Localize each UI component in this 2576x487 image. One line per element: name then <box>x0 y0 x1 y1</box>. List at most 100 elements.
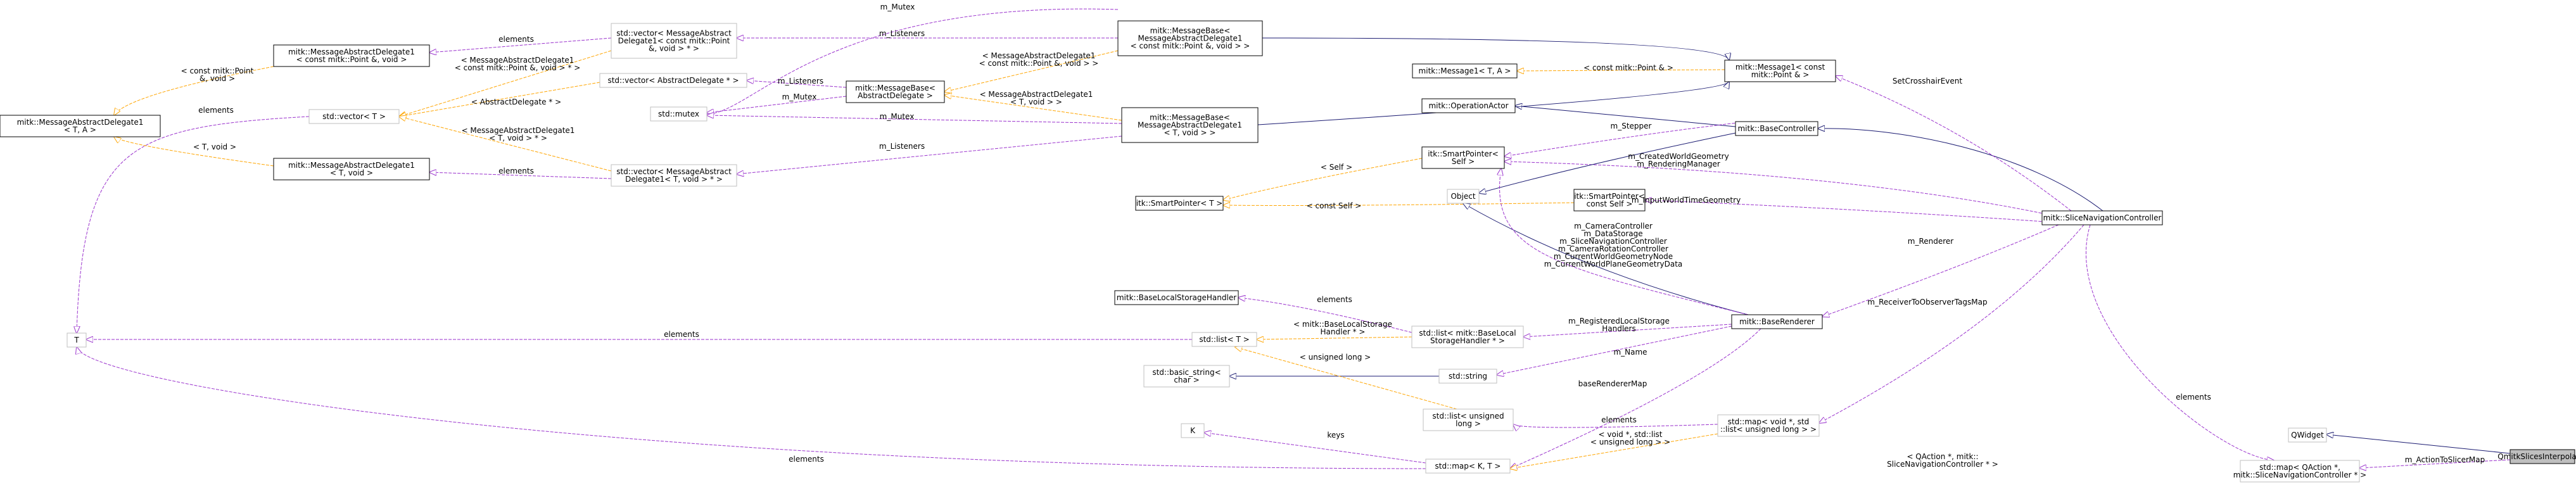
usage-edge-12 <box>1504 121 1749 156</box>
class-node-mitk-messagebase-point[interactable]: mitk::MessageBase<MessageAbstractDelegat… <box>1117 20 1263 56</box>
class-node-box <box>1411 326 1524 348</box>
class-node-label: mitk::BaseLocalStorageHandler <box>1117 293 1236 302</box>
edge-label-baselocal-tmpl: Handler * > <box>1321 327 1366 336</box>
class-node-mitk-slice-navigation-controller[interactable]: mitk::SliceNavigationController <box>2041 210 2163 225</box>
class-node-std-map-void-list[interactable]: std::map< void *, std::list< unsigned lo… <box>1717 414 1820 437</box>
class-node-mitk-messagebase-t-void[interactable]: mitk::MessageBase<MessageAbstractDelegat… <box>1121 107 1259 143</box>
inheritance-edge-30 <box>1262 37 1729 60</box>
class-node-box <box>611 23 737 59</box>
edge-label-void-list-tmpl: < void *, std::list <box>1599 430 1663 439</box>
class-node-std-list-t[interactable]: std::list< T > <box>1191 332 1257 347</box>
template-edge-42 <box>399 82 600 117</box>
class-node-label: std::map< K, T > <box>1435 462 1501 471</box>
edge-label-action-to-slicer-map: m_ActionToSlicerMap <box>2405 455 2485 464</box>
class-node-box <box>308 109 400 124</box>
class-node-label: mitk::Point & > <box>1751 70 1810 79</box>
class-node-label: mitk::SliceNavigationController <box>2043 213 2162 222</box>
inheritance-edge-3 <box>1818 129 2103 212</box>
class-node-label: StorageHandler * > <box>1430 336 1505 345</box>
class-node-qwidget[interactable]: QWidget <box>2288 427 2327 443</box>
class-node-itk-smartpointer-self[interactable]: itk::SmartPointer<Self > <box>1421 146 1505 169</box>
edge-label-mad1-t-void-vec-tmpl: < T, void > * > <box>489 134 547 142</box>
usage-edge-22 <box>1238 298 1412 333</box>
edge-label-qaction-tmpl: < QAction *, mitk:: <box>1907 452 1978 461</box>
class-node-label: std::list< mitk::BaseLocal <box>1419 329 1516 338</box>
edge-label-created-world: m_CreatedWorldGeometry <box>1628 152 1729 161</box>
edge-label-base-renderer-map: baseRendererMap <box>1578 379 1647 388</box>
edge-label-keys: keys <box>1327 431 1344 440</box>
class-node-label: std::list< unsigned <box>1432 412 1504 421</box>
edge-label-unsigned-long-tmpl: < unsigned long > <box>1300 353 1371 362</box>
class-node-box <box>273 44 430 67</box>
class-node-mitk-mad1-t-void[interactable]: mitk::MessageAbstractDelegate1< T, void … <box>273 158 430 180</box>
edge-label-name: m_Name <box>1613 348 1647 357</box>
class-node-label: mitk::SliceNavigationController * > <box>2233 471 2366 479</box>
class-node-k[interactable]: K <box>1181 423 1205 438</box>
edge-label-t-void-tmpl: < T, void > <box>193 142 236 151</box>
edge-label-mad1-point-tmpl: < MessageAbstractDelegate1 <box>982 51 1096 60</box>
class-node-label: mitk::BaseController <box>1737 124 1815 133</box>
edge-label-input-world: m_InputWorldTimeGeometry <box>1632 196 1741 205</box>
usage-edge-19 <box>1497 326 1732 375</box>
class-node-label: mitk::MessageBase< <box>1150 27 1231 35</box>
edge-label-mad1-point-tmpl: < const mitk::Point &, void > > <box>979 59 1099 68</box>
class-node-box <box>1114 290 1239 305</box>
class-node-std-vector-abstractdelegate[interactable]: std::vector< AbstractDelegate * > <box>599 73 747 88</box>
usage-edge-36 <box>707 96 847 113</box>
edge-label-set-crosshair: SetCrosshairEvent <box>1893 77 1962 85</box>
edge-label-const-point-void-tmpl: &, void > <box>200 74 235 83</box>
usage-edge-45 <box>77 116 310 333</box>
usage-edge-38 <box>707 115 1122 124</box>
class-node-mitk-base-controller[interactable]: mitk::BaseController <box>1735 121 1818 136</box>
template-edge-37 <box>944 95 1122 121</box>
class-node-std-basic-string[interactable]: std::basic_string<char > <box>1143 365 1230 388</box>
inheritance-edge-13 <box>1479 132 1736 193</box>
class-node-t[interactable]: T <box>67 332 87 348</box>
class-node-std-vector-t[interactable]: std::vector< T > <box>308 109 400 124</box>
class-node-label: ::list< unsigned long > > <box>1720 425 1817 434</box>
class-node-std-vector-mad1-t-void[interactable]: std::vector< MessageAbstractDelegate1< T… <box>611 164 737 187</box>
class-node-std-map-k-t[interactable]: std::map< K, T > <box>1425 459 1511 474</box>
class-node-std-map-qaction[interactable]: std::map< QAction *,mitk::SliceNavigatio… <box>2233 460 2366 483</box>
usage-edge-35 <box>747 80 847 88</box>
class-node-mitk-mad1-point[interactable]: mitk::MessageAbstractDelegate1< const mi… <box>273 44 430 67</box>
class-node-std-list-baselocalstorage[interactable]: std::list< mitk::BaseLocalStorageHandler… <box>1411 326 1524 348</box>
class-node-box <box>1724 60 1836 82</box>
class-node-mitk-message1-t-a[interactable]: mitk::Message1< T, A > <box>1412 63 1518 79</box>
template-edge-41 <box>399 50 612 117</box>
class-node-qmitk-slices-interpolator[interactable]: QmitkSlicesInterpolator <box>2497 449 2576 464</box>
class-node-label: const Self > <box>1587 199 1633 208</box>
class-node-label: MessageAbstractDelegate1 <box>1138 121 1242 130</box>
class-node-mitk-base-renderer[interactable]: mitk::BaseRenderer <box>1731 314 1823 329</box>
class-node-object[interactable]: Object <box>1447 189 1480 204</box>
edge-label-const-point-void-tmpl: < const mitk::Point <box>181 66 254 75</box>
edge-label-mutex-mid: m_Mutex <box>782 92 817 101</box>
class-node-std-vector-mad1-point[interactable]: std::vector< MessageAbstractDelegate1< c… <box>611 23 737 59</box>
usage-edge-18 <box>1523 324 1732 337</box>
class-node-label: std::vector< T > <box>322 112 386 121</box>
class-node-mitk-mad1-t-a[interactable]: mitk::MessageAbstractDelegate1< T, A > <box>0 115 161 137</box>
class-node-label: < T, A > <box>64 125 96 134</box>
edge-label-elements-map-kt: elements <box>789 455 824 464</box>
class-node-itk-smartpointer-t[interactable]: itk::SmartPointer< T > <box>1135 196 1224 211</box>
edge-label-registered-local: m_RegisteredLocalStorage <box>1568 317 1670 326</box>
class-node-mitk-operation-actor[interactable]: mitk::OperationActor <box>1421 98 1516 113</box>
usage-edge-44 <box>429 172 612 179</box>
inheritance-edge-31 <box>1257 82 1729 125</box>
class-node-box <box>1421 146 1505 169</box>
class-node-itk-smartpointer-const-self[interactable]: itk::SmartPointer<const Self > <box>1573 189 1646 212</box>
class-node-mitk-base-local-storage-handler[interactable]: mitk::BaseLocalStorageHandler <box>1114 290 1239 305</box>
edge-label-abstractdelegate-tmpl: < AbstractDelegate * > <box>471 98 561 106</box>
usage-edge-40 <box>429 37 612 53</box>
class-node-std-mutex[interactable]: std::mutex <box>650 106 707 122</box>
class-node-label: mitk::MessageAbstractDelegate1 <box>288 47 415 56</box>
class-node-mitk-messagebase-abstract[interactable]: mitk::MessageBase<AbstractDelegate > <box>846 80 945 103</box>
class-node-box <box>1423 408 1514 431</box>
class-node-box <box>1121 107 1259 143</box>
usage-edge-6 <box>1822 224 2059 317</box>
edge-label-elements-vec-t: elements <box>198 106 234 115</box>
class-node-std-string[interactable]: std::string <box>1438 369 1497 384</box>
